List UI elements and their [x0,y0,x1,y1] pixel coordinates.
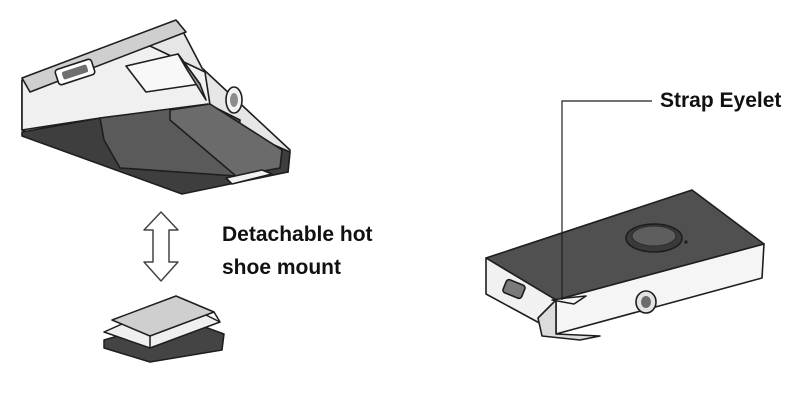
mount-caption-line-1: Detachable hot [222,223,373,246]
notch-shadow [177,53,207,101]
eyelet-caption: Strap Eyelet [660,89,782,112]
camera-top-view [485,189,765,341]
strap-eyelet [551,295,587,305]
double-arrow-icon [143,211,179,282]
mount-rail-face [169,103,283,177]
hot-shoe-mount [103,295,225,363]
mount-caption: Detachable hot shoe mount [222,218,373,284]
leader-line [561,100,652,300]
indicator-led-icon [684,240,688,244]
mount-caption-line-2: shoe mount [222,256,341,279]
camera-bottom-view [21,19,291,195]
usb-port-icon [502,278,526,300]
